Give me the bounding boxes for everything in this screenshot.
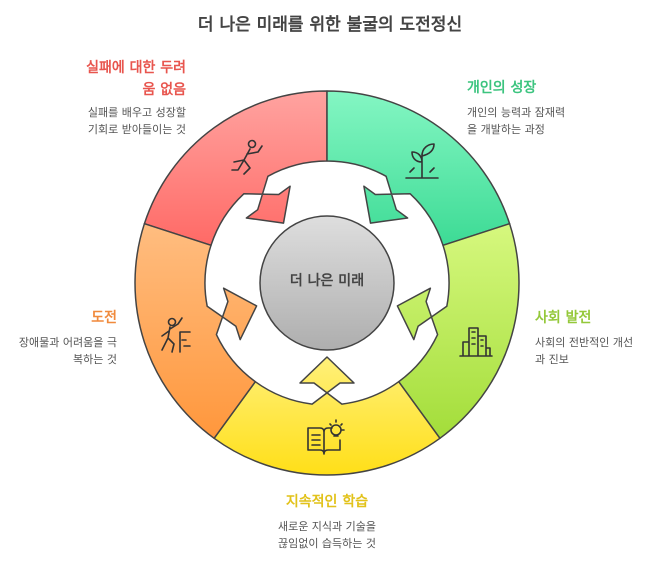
center-label: 더 나은 미래 xyxy=(289,273,365,289)
segment-title-challenge: 도전 xyxy=(91,310,117,326)
title-line: 움 없음 xyxy=(142,82,186,98)
segment-title-fearlessness: 실패에 대한 두려 움 없음 xyxy=(40,57,186,101)
segment-title-learning: 지속적인 학습 xyxy=(285,494,369,510)
desc-line: 실패를 배우고 성장할 xyxy=(87,106,186,119)
segment-desc-challenge: 장애물과 어려움을 극 복하는 것 xyxy=(0,334,117,368)
center-circle xyxy=(259,215,395,351)
city-buildings-icon xyxy=(459,327,493,357)
desc-line: 새로운 지식과 기술을 xyxy=(277,520,377,533)
desc-line: 을 개발하는 과정 xyxy=(467,123,545,136)
page-title: 더 나은 미래를 위한 불굴의 도전정신 xyxy=(197,15,463,35)
segment-desc-growth: 개인의 능력과 잠재력 을 개발하는 과정 xyxy=(467,104,627,138)
desc-line: 장애물과 어려움을 극 xyxy=(18,336,117,349)
plant-growth-icon xyxy=(405,143,439,179)
segment-challenge xyxy=(134,222,258,440)
segment-learning xyxy=(213,356,441,476)
segment-desc-society: 사회의 전반적인 개선 과 진보 xyxy=(535,334,660,368)
desc-line: 복하는 것 xyxy=(73,353,117,366)
desc-line: 개인의 능력과 잠재력 xyxy=(467,106,566,119)
running-person-icon xyxy=(231,139,263,175)
segment-title-society: 사회 발전 xyxy=(535,310,592,326)
climbing-person-icon xyxy=(161,317,191,353)
segment-title-growth: 개인의 성장 xyxy=(467,80,537,96)
segment-desc-fearlessness: 실패를 배우고 성장할 기회로 받아들이는 것 xyxy=(40,104,186,138)
segment-desc-learning: 새로운 지식과 기술을 끊임없이 습득하는 것 xyxy=(227,518,427,552)
desc-line: 기회로 받아들이는 것 xyxy=(87,123,186,136)
desc-line: 끊임없이 습득하는 것 xyxy=(277,537,377,550)
desc-line: 과 진보 xyxy=(535,353,569,366)
desc-line: 사회의 전반적인 개선 xyxy=(535,336,634,349)
title-line: 실패에 대한 두려 xyxy=(86,60,186,76)
book-lightbulb-icon xyxy=(307,419,345,455)
